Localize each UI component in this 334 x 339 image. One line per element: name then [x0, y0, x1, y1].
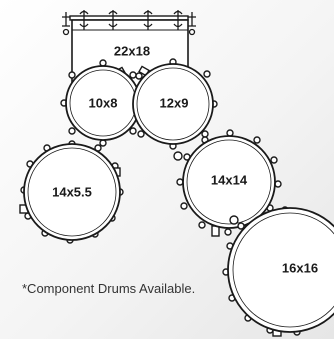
bass-drum-lugs — [62, 10, 196, 36]
drum-label-tom2: 12x9 — [160, 95, 189, 110]
drum-label-floor2: 16x16 — [282, 260, 318, 275]
floor-tom-16x16: 16x16 — [222, 206, 334, 337]
rack-tom-10x8: 10x8 — [60, 59, 141, 147]
drum-label-bass: 22x18 — [114, 43, 150, 58]
availability-note: *Component Drums Available. — [22, 281, 196, 296]
floor-tom-14x14: 14x14 — [173, 129, 282, 237]
rack-tom-12x9: 12x9 — [132, 58, 218, 150]
drum-label-snare: 14x5.5 — [52, 184, 92, 199]
snare-drum-14x5.5: 14x5.5 — [19, 140, 124, 244]
drum-label-tom1: 10x8 — [89, 95, 118, 110]
drum-label-floor1: 14x14 — [211, 172, 248, 187]
